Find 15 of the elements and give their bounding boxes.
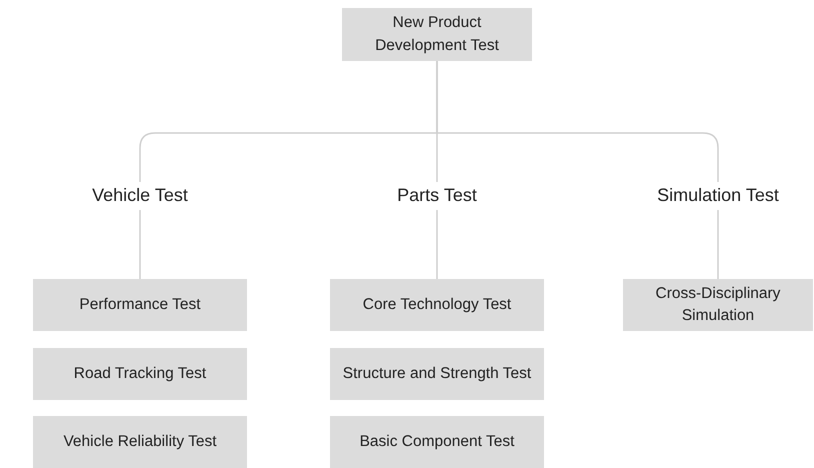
category-label: Simulation Test bbox=[631, 182, 805, 210]
process-box: Cross-Disciplinary Simulation bbox=[623, 279, 813, 331]
process-box: Core Technology Test bbox=[330, 279, 544, 331]
connector-line bbox=[436, 210, 438, 279]
category-label: Vehicle Test bbox=[60, 182, 220, 210]
connector-line bbox=[436, 61, 719, 182]
connector-line bbox=[139, 210, 141, 279]
connector-line bbox=[717, 210, 719, 279]
process-box: New Product Development Test bbox=[342, 8, 532, 61]
process-box: Structure and Strength Test bbox=[330, 348, 544, 400]
process-box: Basic Component Test bbox=[330, 416, 544, 468]
category-label: Parts Test bbox=[357, 182, 517, 210]
process-box: Road Tracking Test bbox=[33, 348, 247, 400]
process-box: Vehicle Reliability Test bbox=[33, 416, 247, 468]
process-box: Performance Test bbox=[33, 279, 247, 331]
